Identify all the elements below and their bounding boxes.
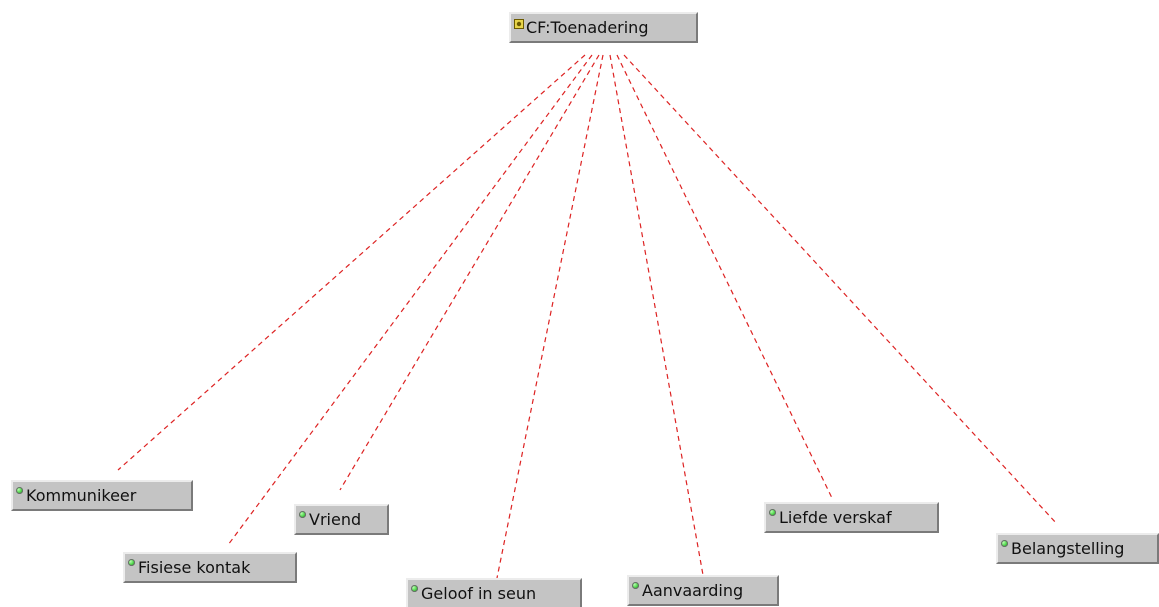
green-bullet-icon (411, 585, 418, 592)
edge-geloof-in-seun (496, 54, 604, 579)
concept-icon (514, 18, 524, 29)
node-kommunikeer[interactable]: Kommunikeer (11, 480, 193, 511)
edge-fisiese-kontak (227, 54, 593, 546)
node-kommunikeer-label: Kommunikeer (26, 486, 137, 505)
node-belangstelling-label: Belangstelling (1011, 539, 1125, 558)
node-liefde-verskaf[interactable]: Liefde verskaf (764, 502, 939, 533)
node-root-label: CF:Toenadering (526, 18, 649, 37)
edge-belangstelling (623, 54, 1058, 525)
green-bullet-icon (632, 582, 639, 589)
green-bullet-icon (299, 511, 306, 518)
green-bullet-icon (1001, 540, 1008, 547)
node-aanvaarding-label: Aanvaarding (642, 581, 744, 600)
green-bullet-icon (769, 509, 776, 516)
node-fisiese-kontak-label: Fisiese kontak (138, 558, 251, 577)
edge-liefde-verskaf (616, 54, 833, 499)
node-vriend-label: Vriend (309, 510, 362, 529)
node-geloof-in-seun[interactable]: Geloof in seun (406, 578, 582, 607)
node-liefde-verskaf-label: Liefde verskaf (779, 508, 892, 527)
edge-kommunikeer (117, 54, 586, 471)
green-bullet-icon (128, 559, 135, 566)
node-vriend[interactable]: Vriend (294, 504, 389, 535)
node-fisiese-kontak[interactable]: Fisiese kontak (123, 552, 297, 583)
node-geloof-in-seun-label: Geloof in seun (421, 584, 537, 603)
green-bullet-icon (16, 487, 23, 494)
edge-vriend (339, 54, 600, 491)
node-root[interactable]: CF:Toenadering (509, 12, 698, 43)
node-belangstelling[interactable]: Belangstelling (996, 533, 1159, 564)
edge-aanvaarding (609, 54, 704, 576)
node-aanvaarding[interactable]: Aanvaarding (627, 575, 779, 606)
